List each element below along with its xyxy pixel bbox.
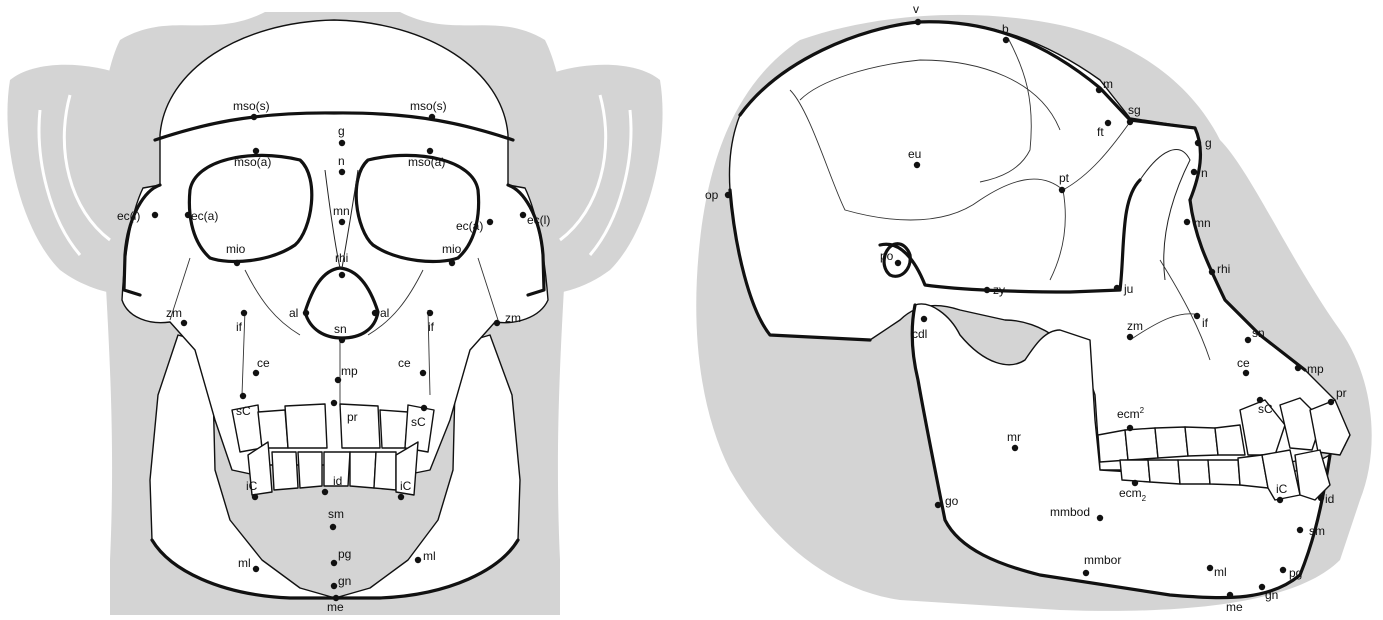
- frontal-label-ml-right: ml: [423, 549, 436, 563]
- lateral-label-po: po: [880, 249, 894, 263]
- lateral-label-sC: sC: [1258, 402, 1273, 416]
- frontal-view: mso(s) mso(s) g mso(a) n mso(a) ec(l) ec…: [7, 12, 662, 615]
- lateral-label-sm: sm: [1309, 524, 1325, 538]
- lateral-label-ju: ju: [1123, 282, 1133, 296]
- lateral-label-me: me: [1226, 600, 1243, 614]
- frontal-label-pg: pg: [338, 547, 351, 561]
- frontal-label-mso-s-right: mso(s): [410, 99, 447, 113]
- lateral-label-sn: sn: [1252, 326, 1265, 340]
- frontal-label-mio-left: mio: [226, 242, 246, 256]
- frontal-label-ec-a-right: ec(a): [456, 219, 483, 233]
- frontal-label-mn: mn: [333, 204, 350, 218]
- frontal-label-mio-right: mio: [442, 242, 462, 256]
- frontal-label-ec-l-right: ec(l): [527, 213, 550, 227]
- frontal-label-g: g: [338, 124, 345, 138]
- frontal-label-id: id: [333, 474, 342, 488]
- lateral-label-pt: pt: [1059, 171, 1070, 185]
- frontal-label-mso-a-left: mso(a): [234, 155, 271, 169]
- frontal-label-sm: sm: [328, 507, 344, 521]
- lateral-label-rhi: rhi: [1217, 262, 1230, 276]
- frontal-label-gn: gn: [338, 574, 351, 588]
- lateral-label-mmbor: mmbor: [1084, 553, 1121, 567]
- lateral-label-sg: sg: [1128, 103, 1141, 117]
- frontal-label-zm-right: zm: [505, 311, 521, 325]
- frontal-label-iC-right: iC: [400, 479, 412, 493]
- lateral-label-mmbod: mmbod: [1050, 505, 1090, 519]
- frontal-label-sn: sn: [334, 322, 347, 336]
- lateral-label-go: go: [945, 494, 959, 508]
- ecm-upper-superscript: 2: [1140, 406, 1145, 415]
- lateral-label-b: b: [1002, 22, 1009, 36]
- ecm-upper-base: ecm: [1117, 407, 1140, 421]
- frontal-label-sC-left: sC: [236, 404, 251, 418]
- lateral-label-mp: mp: [1307, 362, 1324, 376]
- frontal-label-rhi: rhi: [335, 251, 348, 265]
- lateral-label-n: n: [1201, 166, 1208, 180]
- lateral-label-ce: ce: [1237, 356, 1250, 370]
- frontal-label-zm-left: zm: [166, 306, 182, 320]
- lateral-label-ft: ft: [1097, 125, 1104, 139]
- frontal-label-mso-a-right: mso(a): [408, 155, 445, 169]
- frontal-label-sC-right: sC: [411, 415, 426, 429]
- lateral-label-pg: pg: [1289, 566, 1302, 580]
- lateral-label-id: id: [1325, 492, 1334, 506]
- lateral-label-mn: mn: [1194, 216, 1211, 230]
- lateral-label-iC: iC: [1276, 482, 1288, 496]
- lateral-label-gn: gn: [1265, 588, 1278, 602]
- frontal-label-mso-s-left: mso(s): [233, 99, 270, 113]
- lateral-label-v: v: [913, 2, 919, 16]
- lateral-label-m: m: [1103, 77, 1113, 91]
- frontal-label-ec-a-left: ec(a): [191, 209, 218, 223]
- frontal-label-pr: pr: [347, 410, 358, 424]
- frontal-label-al-right: al: [380, 306, 389, 320]
- frontal-label-ce-left: ce: [257, 356, 270, 370]
- frontal-label-al-left: al: [289, 306, 298, 320]
- lateral-label-ml: ml: [1214, 565, 1227, 579]
- lateral-label-op: op: [705, 188, 719, 202]
- ecm-lower-base: ecm: [1119, 486, 1142, 500]
- frontal-label-ml-left: ml: [238, 556, 251, 570]
- lateral-view: v b m sg ft g n eu pt op mn po zy ju rhi…: [696, 2, 1371, 614]
- frontal-label-ce-right: ce: [398, 356, 411, 370]
- frontal-label-if-left: if: [236, 320, 243, 334]
- frontal-label-mp: mp: [341, 364, 358, 378]
- frontal-label-iC-left: iC: [246, 479, 258, 493]
- lateral-label-if: if: [1202, 316, 1209, 330]
- lateral-label-g: g: [1205, 136, 1212, 150]
- frontal-label-n: n: [338, 154, 345, 168]
- lateral-label-cdl: cdl: [912, 327, 927, 341]
- lateral-label-zy: zy: [993, 283, 1005, 297]
- frontal-label-me: me: [327, 600, 344, 614]
- lateral-label-pr: pr: [1336, 386, 1347, 400]
- ecm-lower-subscript: 2: [1142, 494, 1147, 503]
- lateral-label-eu: eu: [908, 147, 921, 161]
- lateral-label-zm: zm: [1127, 319, 1143, 333]
- frontal-label-if-right: if: [428, 320, 435, 334]
- frontal-label-ec-l-left: ec(l): [117, 209, 140, 223]
- lateral-label-mr: mr: [1007, 430, 1021, 444]
